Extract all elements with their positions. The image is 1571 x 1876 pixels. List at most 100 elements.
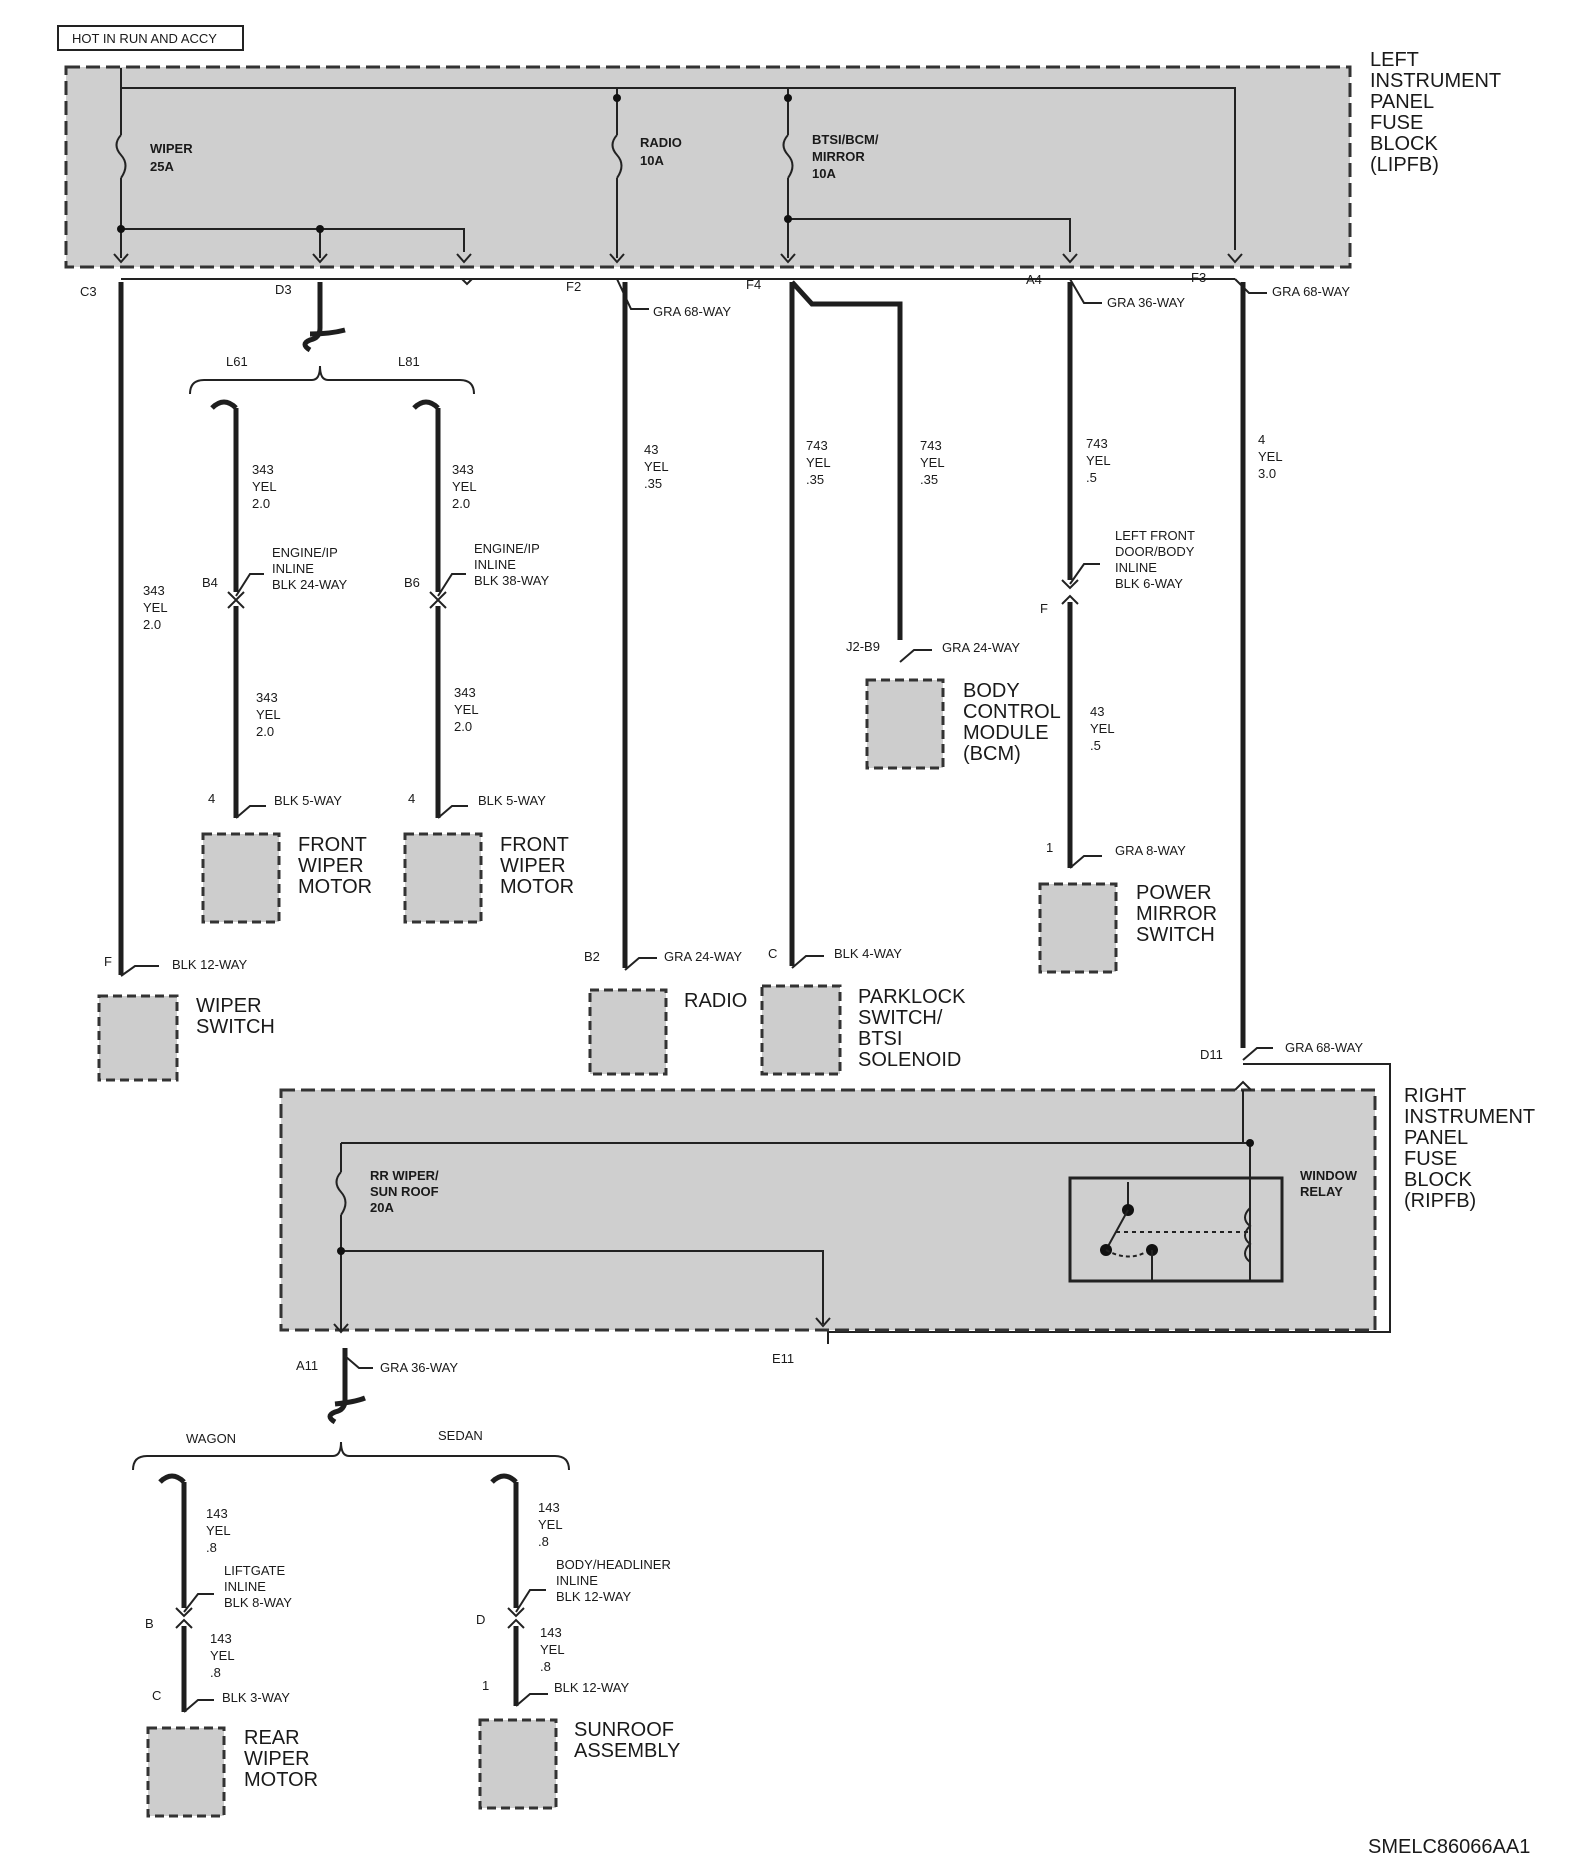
sedan-low-circuit: 143 <box>540 1625 562 1640</box>
e11-pin: E11 <box>772 1351 794 1366</box>
wire-f3: 4 YEL 3.0 D11 GRA 68-WAY <box>1200 282 1363 1062</box>
wiper-switch-label-2: SWITCH <box>196 1016 275 1038</box>
parklock-label-3: BTSI <box>858 1028 902 1050</box>
wagon-up-circuit: 143 <box>206 1506 228 1521</box>
b6-pin: B6 <box>404 575 420 590</box>
power-mirror-switch: POWER MIRROR SWITCH <box>1038 882 1217 974</box>
f4a-gauge: .35 <box>806 472 824 487</box>
bcm-label-1: BODY <box>963 680 1020 702</box>
f2-color: YEL <box>644 459 669 474</box>
wire-c3: 343 YEL 2.0 F BLK 12-WAY <box>104 282 247 977</box>
l61-up-gauge: 2.0 <box>252 496 270 511</box>
lipfb-label-2: INSTRUMENT <box>1370 70 1501 92</box>
radio-conn: GRA 24-WAY <box>664 949 742 964</box>
branch-l81: L81 <box>398 354 420 369</box>
wire-a11: A11 GRA 36-WAY WAGON SEDAN <box>132 1348 570 1471</box>
b4-pin: B4 <box>202 575 218 590</box>
wagon-up-gauge: .8 <box>206 1540 217 1555</box>
btsi-fuse-label-3: 10A <box>812 166 836 181</box>
f3-color: YEL <box>1258 449 1283 464</box>
bcm-label-4: (BCM) <box>963 743 1021 765</box>
radio-fuse-label-2: 10A <box>640 153 664 168</box>
headliner-pin: D <box>476 1612 485 1627</box>
a4-up-color: YEL <box>1086 453 1111 468</box>
sunroof-conn: BLK 12-WAY <box>554 1680 629 1695</box>
drawing-code: SMELC86066AA1 <box>1368 1836 1530 1858</box>
wagon-up-color: YEL <box>206 1523 231 1538</box>
hot-in-run-tag: HOT IN RUN AND ACCY <box>57 25 244 51</box>
front-wiper-2-pin: 4 <box>408 791 415 806</box>
l61-up-circuit: 343 <box>252 462 274 477</box>
btsi-fuse-label-2: MIRROR <box>812 149 865 164</box>
radio-fuse-label-1: RADIO <box>640 135 682 150</box>
lipfb-label-6: (LIPFB) <box>1370 154 1439 176</box>
mirror-pin: 1 <box>1046 840 1053 855</box>
pin-d3: D3 <box>275 282 292 297</box>
f3-gauge: 3.0 <box>1258 466 1276 481</box>
d11-pin: D11 <box>1200 1047 1223 1062</box>
front-wiper-motor-2: FRONT WIPER MOTOR <box>403 832 574 924</box>
branch-sedan: SEDAN <box>438 1428 483 1443</box>
wire-a4: 743 YEL .5 F LEFT FRONT DOOR/BODY INLINE… <box>1040 282 1195 869</box>
door-line-1: LEFT FRONT <box>1115 528 1195 543</box>
headliner-line-2: INLINE <box>556 1573 598 1588</box>
rr-wiper-fuse-icon <box>335 1171 347 1216</box>
wiper-switch-conn: BLK 12-WAY <box>172 957 247 972</box>
b4-line-1: ENGINE/IP <box>272 545 338 560</box>
branch-wagon: WAGON <box>186 1431 236 1446</box>
mirror-label-2: MIRROR <box>1136 903 1217 925</box>
headliner-line-3: BLK 12-WAY <box>556 1589 631 1604</box>
wiper-switch: WIPER SWITCH <box>97 994 275 1082</box>
door-line-2: DOOR/BODY <box>1115 544 1195 559</box>
wire-c3-gauge: 2.0 <box>143 617 161 632</box>
f4b-circuit: 743 <box>920 438 942 453</box>
wagon-low-circuit: 143 <box>210 1631 232 1646</box>
ripfb-label-6: (RIPFB) <box>1404 1190 1476 1212</box>
lipfb-label-5: BLOCK <box>1370 133 1438 155</box>
window-relay-label-1: WINDOW <box>1300 1168 1358 1183</box>
rr-wiper-fuse-label-1: RR WIPER/ <box>370 1168 439 1183</box>
l81-low-gauge: 2.0 <box>454 719 472 734</box>
radio-pin: B2 <box>584 949 600 964</box>
bcm-conn: GRA 24-WAY <box>942 640 1020 655</box>
lipfb-block: WIPER 25A RADIO 10A BTSI/BCM/ MIRROR 10A… <box>64 49 1501 269</box>
a4-low-color: YEL <box>1090 721 1115 736</box>
lipfb-box <box>64 65 1352 269</box>
wiper-switch-pin: F <box>104 954 112 969</box>
wiper-fuse-label-1: WIPER <box>150 141 193 156</box>
d11-conn: GRA 68-WAY <box>1285 1040 1363 1055</box>
hot-in-run-text: HOT IN RUN AND ACCY <box>72 31 217 46</box>
parklock-component: PARKLOCK SWITCH/ BTSI SOLENOID <box>760 984 966 1076</box>
a4-low-circuit: 43 <box>1090 704 1104 719</box>
radio-component: RADIO <box>588 988 747 1076</box>
l61-up-color: YEL <box>252 479 277 494</box>
bcm-label-3: MODULE <box>963 722 1049 744</box>
sedan-up-color: YEL <box>538 1517 563 1532</box>
wiper-fuse-icon <box>115 134 127 179</box>
a4-up-gauge: .5 <box>1086 470 1097 485</box>
pin-f3: F3 <box>1191 270 1206 285</box>
wire-l61: 343 YEL 2.0 B4 ENGINE/IP INLINE BLK 24-W… <box>202 399 347 819</box>
ripfb-box <box>279 1088 1377 1332</box>
ripfb-label-4: FUSE <box>1404 1148 1457 1170</box>
lipfb-label-1: LEFT <box>1370 49 1419 71</box>
l61-low-gauge: 2.0 <box>256 724 274 739</box>
f2-circuit: 43 <box>644 442 658 457</box>
rear-wiper-label-2: WIPER <box>244 1748 310 1770</box>
b4-line-2: INLINE <box>272 561 314 576</box>
sunroof-label-1: SUNROOF <box>574 1719 674 1741</box>
f3-circuit: 4 <box>1258 432 1265 447</box>
rear-wiper-motor: REAR WIPER MOTOR <box>146 1726 318 1818</box>
parklock-label-1: PARKLOCK <box>858 986 966 1008</box>
f3-connector: GRA 68-WAY <box>1272 284 1350 299</box>
l81-low-circuit: 343 <box>454 685 476 700</box>
pin-c3: C3 <box>80 284 97 299</box>
rear-wiper-label-3: MOTOR <box>244 1769 318 1791</box>
window-relay-label-2: RELAY <box>1300 1184 1343 1199</box>
wire-sedan: 143 YEL .8 D BODY/HEADLINER INLINE BLK 1… <box>476 1473 671 1707</box>
l81-up-color: YEL <box>452 479 477 494</box>
wiper-switch-label-1: WIPER <box>196 995 262 1017</box>
mirror-label-1: POWER <box>1136 882 1212 904</box>
door-line-3: INLINE <box>1115 560 1157 575</box>
ripfb-label-2: INSTRUMENT <box>1404 1106 1535 1128</box>
